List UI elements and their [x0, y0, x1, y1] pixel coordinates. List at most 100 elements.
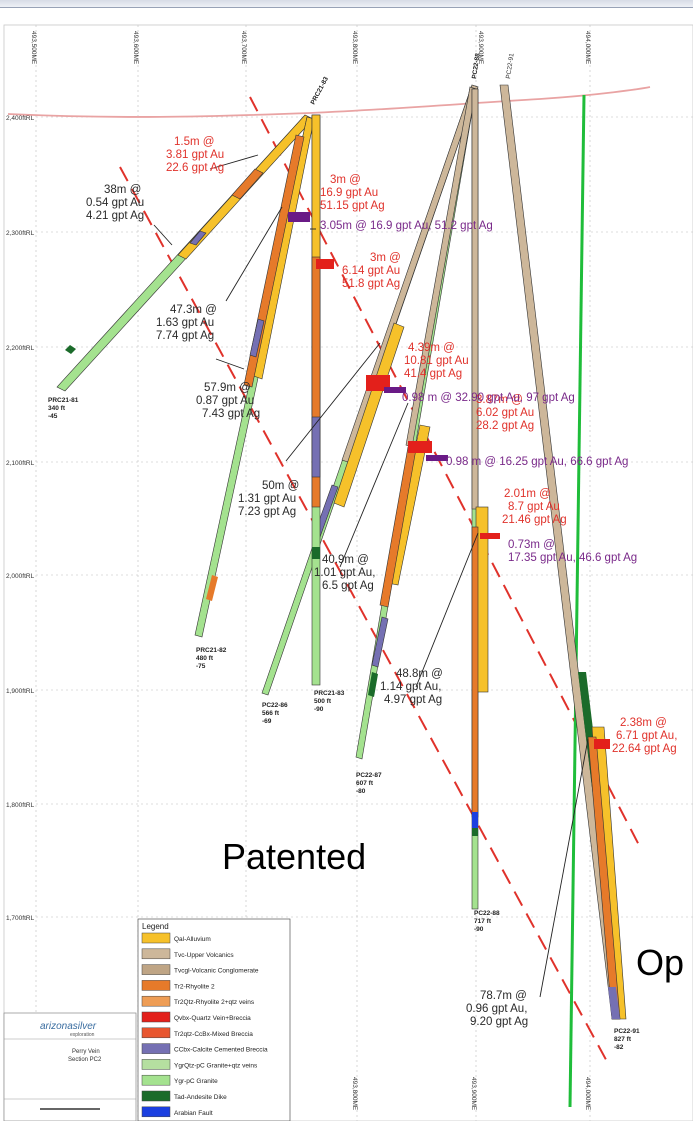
svg-text:2.38m @6.71 gpt Au,22.64 gpt A: 2.38m @6.71 gpt Au,22.64 gpt Ag [612, 717, 677, 755]
rl-labels: 2,400ftRL 2,300ftRL 2,200ftRL 2,100ftRL … [6, 115, 35, 922]
annotation-line: 0.98 m @ 16.25 gpt Au, 66.6 gpt Ag [446, 456, 628, 468]
annotation-line: 1.63 gpt Au [156, 317, 214, 329]
rl-label: 1,800ftRL [6, 802, 35, 809]
annotation-line: 2.01m @ [504, 488, 551, 500]
hole-dip: -90 [474, 926, 484, 933]
svg-text:78.7m @0.96 gpt Au,9.20 gpt Ag: 78.7m @0.96 gpt Au,9.20 gpt Ag [466, 990, 528, 1028]
red-intercept [594, 739, 610, 749]
hole-id: PRC21-82 [196, 647, 227, 654]
hole-id: PRC21-83 [314, 690, 345, 697]
drill-hole-pc22-91 [499, 84, 627, 1020]
cross-section-drawing: 493,500ME 493,600ME 493,700ME 493,800ME … [3, 24, 693, 1122]
rl-label: 2,000ftRL [6, 573, 35, 580]
logo-text: arizonasilver [40, 1021, 97, 1032]
annotation-line: 9.20 gpt Ag [470, 1016, 528, 1028]
topography-line [7, 86, 651, 118]
easting-label: 494,000ME [584, 31, 591, 65]
legend-swatch [141, 948, 171, 960]
easting-label: 494,000ME [584, 1077, 591, 1111]
logo-subtext: exploration [70, 1032, 95, 1038]
annotation-line: 3m @ [370, 252, 401, 264]
hole-id: PC22-88 [474, 910, 500, 917]
hole-id: PC22-91 [614, 1028, 640, 1035]
drill-hole-pc22-87 [355, 86, 477, 760]
legend-item-label: Qal-Alluvium [174, 936, 211, 943]
annotation-line: 7.43 gpt Ag [202, 408, 260, 420]
hole-depth: 480 ft [196, 655, 214, 662]
easting-label: 493,800ME [351, 1077, 358, 1111]
easting-label: 493,500ME [30, 31, 37, 65]
annotation-line: 2.38m @ [620, 717, 667, 729]
easting-label: 493,700ME [240, 31, 247, 65]
hole-dip: -69 [262, 718, 272, 725]
rl-label: 2,200ftRL [6, 345, 35, 352]
annotation-line: 1.14 gpt Au, [380, 681, 441, 693]
annotation-line: 41.4 gpt Ag [404, 368, 462, 380]
hole-id: PC22-87 [356, 772, 382, 779]
legend-swatch [141, 995, 171, 1007]
annotation-line: 6.14 gpt Au [342, 265, 400, 277]
hole-depth: 717 ft [474, 918, 492, 925]
legend-swatch [141, 1043, 171, 1054]
legend-item-label: Tvc-Upper Volcanics [174, 952, 234, 959]
legend-item-label: Qvbx-Quartz Vein+Breccia [174, 1015, 251, 1022]
hole-id: PRC21-81 [48, 397, 79, 404]
legend-swatch [141, 980, 171, 991]
annotation-line: 1.31 gpt Au [238, 493, 296, 505]
drill-hole-pc22-88 [471, 88, 489, 910]
legend-item-label: CCbx-Calcite Cemented Breccia [174, 1047, 268, 1054]
annotation-line: 22.64 gpt Ag [612, 743, 677, 755]
annotation-line: 8.7 gpt Au [508, 501, 560, 513]
annotation-line: 17.35 gpt Au, 46.6 gpt Ag [508, 552, 637, 564]
annotation-line: 3m @ [330, 174, 361, 186]
svg-text:50m @1.31 gpt Au7.23 gpt Ag: 50m @1.31 gpt Au7.23 gpt Ag [238, 480, 299, 518]
property-boundary-line [568, 94, 586, 1108]
fault-trace [119, 166, 611, 1068]
annotation-line: 7.74 gpt Ag [156, 330, 214, 342]
annotation-line: 1.5m @ [174, 136, 214, 148]
annotation-line: 3.87m @ [476, 394, 523, 406]
legend-swatch [141, 932, 171, 944]
legend-swatch [141, 1074, 171, 1086]
annotation-line: 48.8m @ [396, 668, 443, 680]
drill-hole-prc21-83 [311, 114, 321, 686]
section-name: Section PC2 [68, 1057, 102, 1063]
annotation-line: 7.23 gpt Ag [238, 506, 296, 518]
annotation-line: 6.5 gpt Ag [322, 580, 374, 592]
legend-item-label: Tvcgl-Volcanic Conglomerate [174, 968, 259, 975]
intercept-highlights [288, 212, 610, 749]
hole-depth: 500 ft [314, 698, 332, 705]
leader-lines [153, 154, 589, 998]
collar-label: PC22-91 [505, 53, 516, 80]
svg-text:0.73m @17.35 gpt Au, 46.6 gpt: 0.73m @17.35 gpt Au, 46.6 gpt Ag [508, 539, 637, 564]
cross-section-view: 493,500ME 493,600ME 493,700ME 493,800ME … [0, 7, 693, 1122]
red-intercept [408, 441, 432, 453]
annotation-line: 0.98 m @ 32.90 gpt Au, 97 gpt Ag [402, 392, 575, 404]
company-logo [38, 1017, 130, 1035]
easting-label: 493,900ME [470, 1077, 477, 1111]
svg-text:47.3m @1.63 gpt Au7.74 gpt Ag: 47.3m @1.63 gpt Au7.74 gpt Ag [156, 304, 217, 342]
annotation-line: 22.6 gpt Ag [166, 162, 224, 174]
legend-item-label: Arabian Fault [174, 1110, 213, 1117]
legend-swatch [141, 1106, 171, 1118]
easting-label: 493,800ME [351, 31, 358, 65]
purple-annotations: 3.05m @ 16.9 gpt Au, 51.2 gpt Ag 0.98 m … [320, 220, 637, 564]
legend-item-label: Tr2Qtz-Rhyolite 2+qtz veins [174, 999, 255, 1006]
annotation-line: 51.8 gpt Ag [342, 278, 400, 290]
hole-dip: -90 [314, 706, 324, 713]
svg-text:48.8m @1.14 gpt Au,4.97 gpt Ag: 48.8m @1.14 gpt Au,4.97 gpt Ag [380, 668, 443, 706]
annotation-line: 4.39m @ [408, 342, 455, 354]
drill-hole-prc21-82 [194, 116, 315, 638]
red-intercept [480, 533, 500, 539]
annotation-line: 3.05m @ 16.9 gpt Au, 51.2 gpt Ag [320, 220, 493, 232]
window-top-bar [0, 0, 693, 8]
